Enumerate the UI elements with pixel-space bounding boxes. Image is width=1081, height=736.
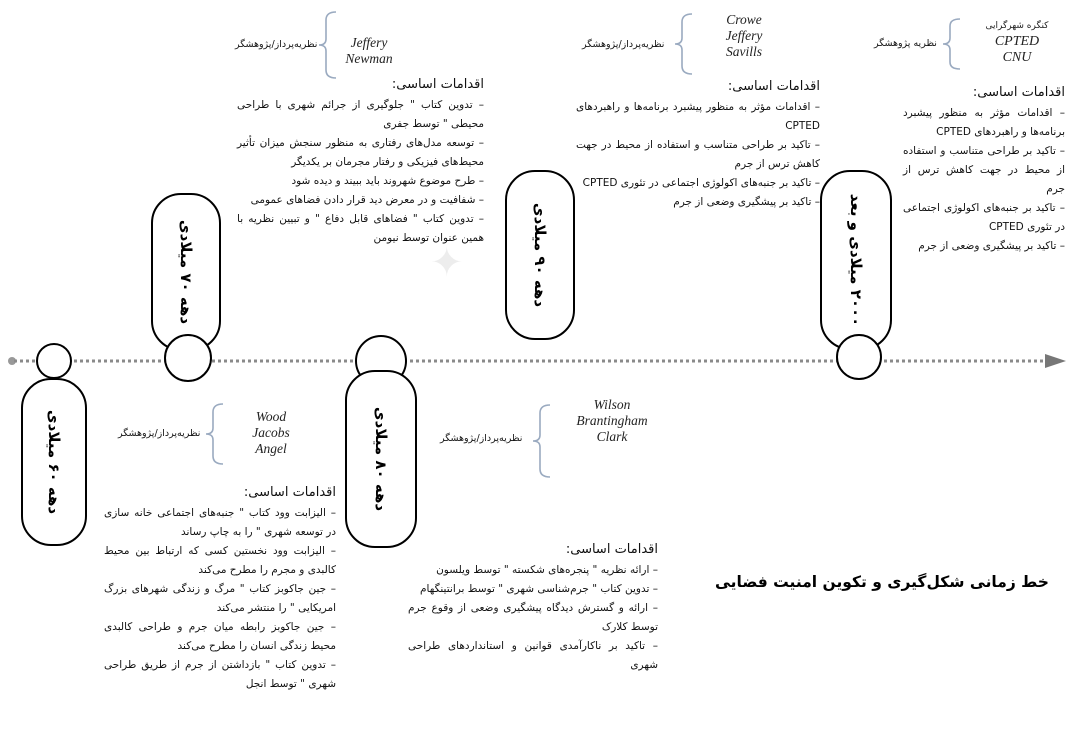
period-pill-90s: دهه ۹۰ میلادی — [505, 170, 575, 340]
role-label-80s: نظریه‌پرداز/پژوهشگر — [440, 433, 523, 444]
period-pill-70s: دهه ۷۰ میلادی — [151, 193, 221, 351]
researcher-name: Jeffery — [350, 35, 388, 50]
researcher-name: Jacobs — [252, 425, 290, 440]
period-label-2000s: ۲۰۰۰ میلادی و بعد — [847, 193, 865, 327]
brace-icon — [318, 11, 337, 79]
researcher-names-80s: Wilson Brantingham Clark — [560, 397, 664, 445]
actions-2000s: اقدامات اساسی: – اقدامات مؤثر به منظور پ… — [903, 83, 1065, 256]
timeline-title: خط زمانی شکل‌گیری و تکوین امنیت فضایی — [715, 573, 1049, 591]
brace-icon — [942, 18, 961, 70]
researcher-name: Newman — [345, 51, 393, 66]
researcher-name: Crowe — [726, 12, 762, 27]
brace-icon — [205, 403, 224, 465]
action-item: – تاکید بر جنبه‌های اکولوژی اجتماعی در ت… — [582, 177, 820, 189]
actions-title: اقدامات اساسی: — [243, 485, 336, 500]
action-item: – اقدامات مؤثر به منظور پیشبرد برنامه‌ها… — [903, 107, 1065, 138]
period-label-70s: دهه ۷۰ میلادی — [177, 219, 195, 325]
action-item: – تدوین کتاب " بازداشتن از جرم از طریق ط… — [104, 659, 336, 690]
period-pill-60s: دهه ۶۰ میلادی — [21, 378, 87, 546]
action-item: – تاکید بر پیشگیری وضعی از جرم — [673, 196, 820, 208]
researcher-name: Clark — [596, 429, 628, 444]
researcher-names-60s: Wood Jacobs Angel — [230, 409, 312, 457]
period-pill-2000s: ۲۰۰۰ میلادی و بعد — [820, 170, 892, 350]
period-pill-80s: دهه ۸۰ میلادی — [345, 370, 417, 548]
action-item: – تاکید بر جنبه‌های اکولوژی اجتماعی در ت… — [903, 202, 1065, 233]
researcher-name: Savills — [726, 44, 762, 59]
action-item: – تاکید بر طراحی متناسب و استفاده از محی… — [903, 145, 1065, 195]
actions-title: اقدامات اساسی: — [391, 77, 484, 92]
action-item: – تدوین کتاب " جلوگیری از جرائم شهری با … — [237, 99, 484, 130]
action-item: – جین جاکوبز رابطه میان جرم و طراحی کالب… — [104, 621, 336, 652]
action-item: – تاکید بر طراحی متناسب و استفاده از محی… — [576, 139, 820, 170]
researcher-name: Brantingham — [576, 413, 648, 428]
action-item: – تدوین کتاب " فضاهای قابل دفاع " و تبیی… — [237, 213, 484, 244]
action-item: – تاکید بر پیشگیری وضعی از جرم — [918, 240, 1065, 252]
researcher-name: Angel — [255, 441, 287, 456]
actions-title: اقدامات اساسی: — [972, 85, 1065, 100]
role-label-2000s: نظریه پژوهشگر — [874, 38, 937, 49]
action-item: – اقدامات مؤثر به منظور پیشبرد برنامه‌ها… — [576, 101, 820, 132]
researcher-names-90s: Crowe Jeffery Savills — [704, 12, 784, 60]
period-label-90s: دهه ۹۰ میلادی — [531, 202, 549, 308]
brace-icon — [532, 404, 551, 478]
researcher-name: CNU — [1002, 50, 1032, 65]
researcher-name: Jeffery — [725, 28, 763, 43]
actions-title: اقدامات اساسی: — [727, 79, 820, 94]
period-label-80s: دهه ۸۰ میلادی — [372, 406, 390, 512]
action-item: – طرح موضوع شهروند باید ببیند و دیده شود — [291, 175, 484, 187]
action-item: – توسعه مدل‌های رفتاری به منظور سنجش میز… — [237, 137, 484, 168]
researcher-names-2000s: کنگره شهرگرایی CPTED CNU — [962, 18, 1072, 66]
actions-70s: اقدامات اساسی: – تدوین کتاب " جلوگیری از… — [237, 75, 484, 248]
researcher-names-70s: Jeffery Newman — [332, 35, 406, 67]
actions-60s: اقدامات اساسی: – الیزابت وود کتاب " جنبه… — [104, 483, 336, 694]
action-item: – شفافیت و در معرض دید قرار دادن فضاهای … — [250, 194, 484, 206]
actions-80s: اقدامات اساسی: – ارائه نظریه " پنجره‌های… — [408, 540, 658, 675]
action-item: – تدوین کتاب " جرم‌شناسی شهری " توسط برا… — [420, 583, 658, 595]
watermark: ✦ — [430, 240, 464, 286]
brace-icon — [674, 13, 693, 75]
timeline-node-60s — [36, 343, 72, 379]
action-item: – ارائه نظریه " پنجره‌های شکسته " توسط و… — [436, 564, 658, 576]
researcher-name: Wood — [255, 409, 287, 424]
action-item: – ارائه و گسترش دیدگاه پیشگیری وضعی از و… — [408, 602, 658, 633]
actions-90s: اقدامات اساسی: – اقدامات مؤثر به منظور پ… — [576, 77, 820, 212]
action-item: – الیزابت وود کتاب " جنبه‌های اجتماعی خا… — [104, 507, 336, 538]
timeline-node-70s — [164, 334, 212, 382]
researcher-name: Wilson — [593, 397, 631, 412]
role-label-60s: نظریه‌پرداز/پژوهشگر — [118, 428, 201, 439]
researcher-name: CPTED — [994, 34, 1040, 49]
period-label-60s: دهه ۶۰ میلادی — [45, 409, 63, 515]
role-label-70s: نظریه‌پرداز/پژوهشگر — [235, 39, 318, 50]
action-item: – تاکید بر ناکارآمدی قوانین و استاندارده… — [408, 640, 658, 671]
action-item: – جین جاکوبز کتاب " مرگ و زندگی شهرهای ب… — [104, 583, 336, 614]
action-item: – الیزابت وود نخستین کسی که ارتباط بین م… — [104, 545, 336, 576]
role-label-90s: نظریه‌پرداز/پژوهشگر — [582, 39, 665, 50]
researcher-name: کنگره شهرگرایی — [985, 21, 1049, 31]
actions-title: اقدامات اساسی: — [565, 542, 658, 557]
timeline-node-2000s — [836, 334, 882, 380]
